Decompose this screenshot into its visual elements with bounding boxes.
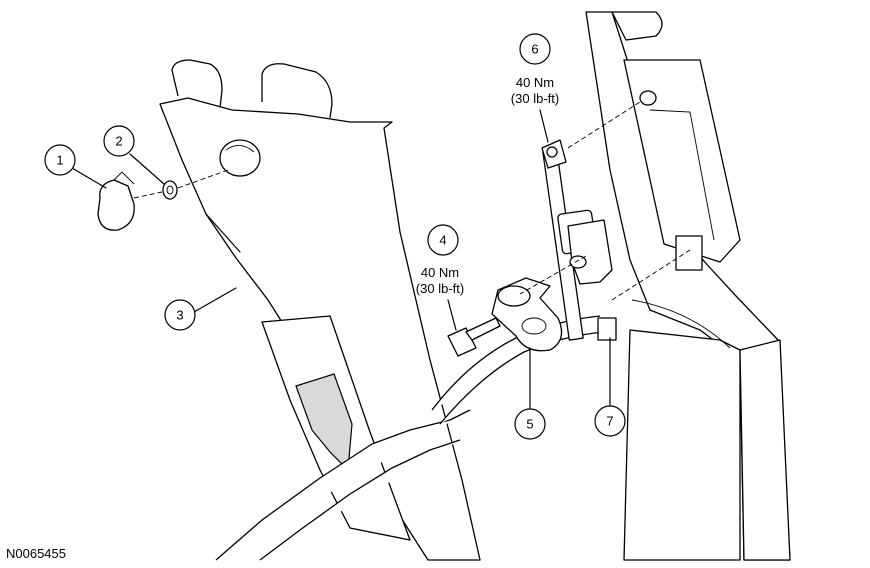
trim-clip-tab-right [261,63,333,119]
recess-inner-edge [649,109,715,241]
adjuster-lower-clip [597,317,617,341]
leader-4 [447,299,457,331]
callout-number: 1 [56,153,63,168]
leader-2 [129,153,165,185]
torque-nm-4: 40 Nm [421,265,459,280]
pillar-lower-cover [623,329,741,561]
pillar-wire [631,299,731,349]
leader-6 [539,109,549,143]
retainer-clip-hole [166,185,174,195]
leader-3 [193,287,237,313]
anchor-bolt-shank [465,317,501,341]
anchor-bolt [447,317,501,357]
pillar-anchor-hole [639,90,657,106]
trim-edge-line [205,213,241,253]
torque-lbft-6: (30 lb-ft) [511,91,559,106]
pillar-top-cutout [611,11,663,41]
torque-nm-6: 40 Nm [516,75,554,90]
pillar-bracket [675,235,703,271]
callout-7: 7 [594,405,626,437]
callout-number: 3 [176,308,183,323]
belt-webbing-lower-edge [259,439,461,561]
assembly-line-upper-bolt [567,101,641,149]
adjuster-nut [569,255,587,269]
trim-cap-opening-rim [225,145,255,153]
callout-number: 6 [531,42,538,57]
belt-guide-bracket [491,277,563,352]
guide-slot [521,317,547,335]
callout-3: 3 [164,299,196,331]
guide-bolt-hole [497,285,531,307]
pillar-outer-panel [739,339,791,561]
trim-clip-tab-left [171,59,223,109]
assembly-line-cap [133,191,163,199]
callout-5: 5 [514,408,546,440]
assembly-line-retainer [177,169,229,189]
callout-2: 2 [103,125,135,157]
figure-id: N0065455 [6,546,66,561]
callout-6: 6 40 Nm (30 lb-ft) [511,33,559,106]
cover-cap-body [97,179,135,231]
callout-number: 4 [439,233,446,248]
callout-1: 1 [44,144,76,176]
assembly-line-guide [519,255,587,295]
torque-lbft-4: (30 lb-ft) [416,281,464,296]
height-adjuster [541,139,617,341]
cover-cap [97,171,135,231]
belt-webbing-lower [215,409,471,561]
body-structure [585,11,791,561]
callout-number: 2 [115,134,122,149]
callout-number: 5 [526,417,533,432]
retainer-clip-body [162,180,178,200]
callout-4: 4 40 Nm (30 lb-ft) [416,224,464,296]
retainer-clip [162,180,178,200]
cover-cap-tab [113,171,135,185]
callout-number: 7 [606,414,613,429]
leader-1 [71,167,107,189]
adjuster-upper-hole [546,146,558,158]
